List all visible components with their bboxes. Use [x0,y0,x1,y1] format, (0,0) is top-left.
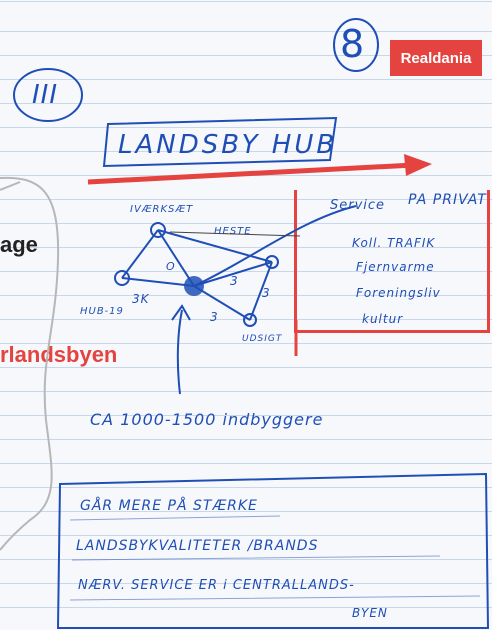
title-box [102,116,338,168]
diagram-edge-label: 3 [230,274,239,288]
printed-fragment-red: rlandsbyen [0,342,118,367]
edge [121,229,159,279]
bottom-note-line: NÆRV. SERVICE ER i CENTRALLANDS- [78,578,355,593]
page-title: LANDSBY HUB [118,130,338,160]
boxed-note: PA PRIVAT [408,192,487,208]
edge [157,229,273,263]
node [114,270,130,286]
boxed-note: Fjernvarme [356,260,435,274]
roman-numeral-oval [13,68,83,122]
bottom-note-line: BYEN [352,606,388,620]
node [243,313,257,327]
roman-numeral: III [32,80,59,110]
diagram-edge-label: O [166,260,176,273]
page-number-circle [333,18,379,72]
boxed-note: Koll. TRAFIK [352,236,436,250]
page-number: 8 [340,22,366,66]
bottom-note-line: LANDSBYKVALITETER /BRANDS [76,538,319,554]
diagram-edge-label: 3K [132,292,150,306]
diagram-node-label: HESTE [214,226,252,237]
up-arrow-head [171,304,191,321]
edge [157,229,195,287]
bottom-note-line: GÅR MERE PÅ STÆRKE [80,498,258,514]
left-outline [0,176,60,551]
diagram-edge-label: 3 [262,286,271,300]
boxed-note: Foreningsliv [356,286,441,300]
bottom-note-box [56,472,490,629]
underline-strokes [69,515,481,601]
diagram-node-label: UDSIGT [242,334,283,344]
edge [121,277,195,287]
network-diagram [114,205,357,327]
edge [193,261,273,287]
note-line: CA 1000-1500 indbyggere [90,410,324,429]
left-outline-tick [0,181,21,191]
diagram-node-label: HUB-19 [80,306,124,317]
up-arrow [176,309,183,395]
edge-to-service [193,205,357,287]
realdania-logo: Realdania [390,40,482,76]
connector-line [169,231,301,237]
node [150,222,166,238]
diagram-node-label: IVÆRKSÆT [130,204,194,215]
boxed-note: kultur [362,312,404,326]
edge [193,285,251,321]
red-arrow-line [87,162,415,185]
edge [249,261,273,321]
red-arrow-head [404,154,432,176]
red-bracket-box [294,190,490,333]
printed-fragment-top: age [0,232,38,257]
hub-node [184,276,204,296]
node [265,255,279,269]
diagram-edge-label: 3 [210,310,219,324]
